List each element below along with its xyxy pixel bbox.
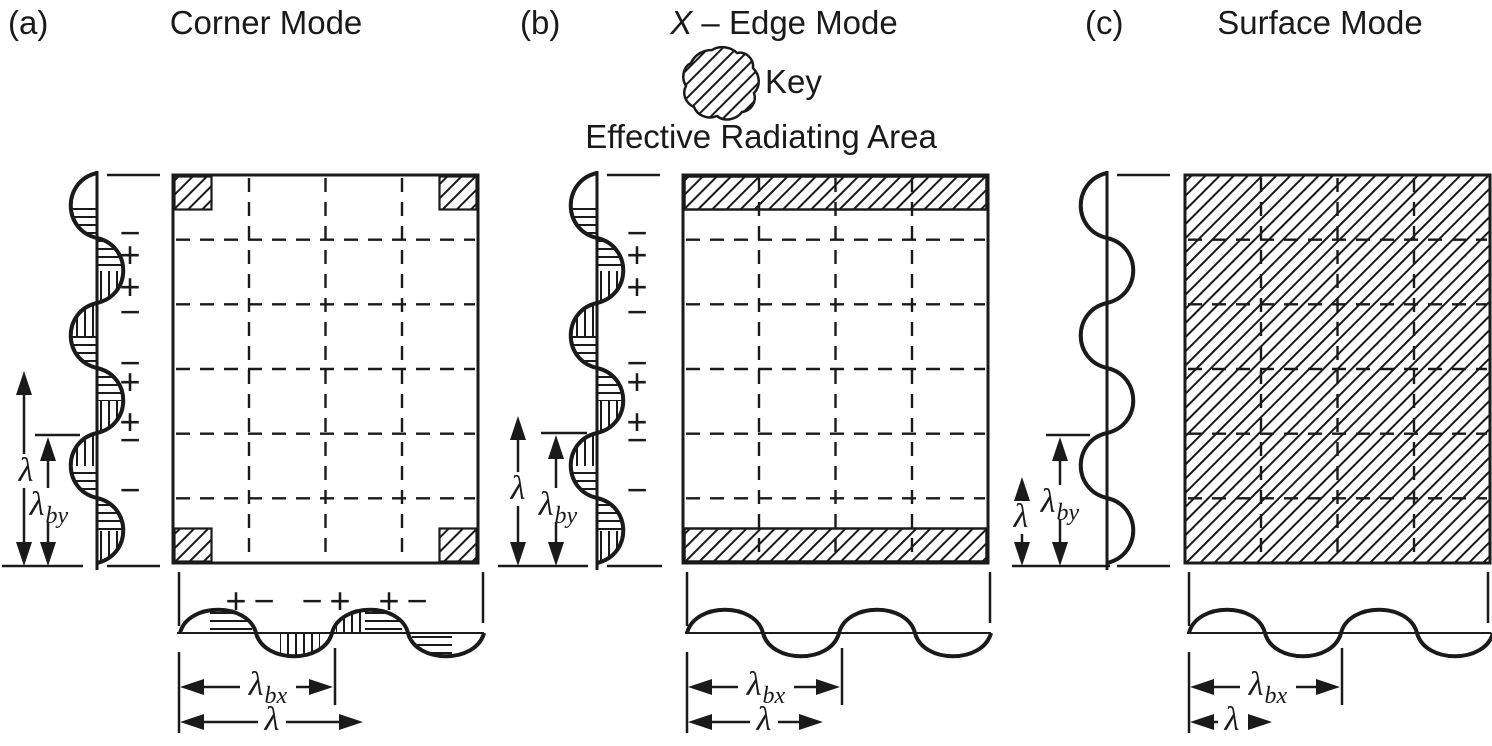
phase-sign: − <box>626 212 648 253</box>
lambda-horizontal-label-c: λ <box>1224 701 1240 738</box>
lambda-bx-label-a: λbx <box>248 666 288 709</box>
phase-sign: + <box>626 401 648 442</box>
panel-a-plate <box>171 173 480 565</box>
phase-sign: − <box>626 291 648 332</box>
lambda-vertical-label-c: λ <box>1013 498 1029 535</box>
phase-sign: + <box>225 580 247 621</box>
panel-c-lambda-bx-dims <box>1187 648 1344 733</box>
phase-sign: + <box>626 361 648 402</box>
phase-sign: − <box>119 291 141 332</box>
lambda-by-label-c: λby <box>1040 483 1080 526</box>
phase-sign: + <box>119 266 141 307</box>
panel-c-lambda-dims <box>1014 433 1090 566</box>
panel-a-lambda-dims <box>16 371 80 566</box>
phase-sign: + <box>329 580 351 621</box>
panel-b-lambda-dims <box>510 416 587 566</box>
phase-sign: + <box>119 234 141 275</box>
lambda-horizontal-label-b: λ <box>756 701 772 738</box>
phase-sign: − <box>119 469 141 510</box>
panel-a-lambda-bx-dims <box>177 648 363 733</box>
phase-sign: − <box>301 580 323 621</box>
panel-c-plate <box>1183 173 1492 565</box>
phase-sign: − <box>626 342 648 383</box>
phase-sign: + <box>378 580 400 621</box>
panel-b-left-wave <box>498 171 662 570</box>
phase-sign: − <box>406 580 428 621</box>
panel-c-title: Surface Mode <box>1217 4 1423 41</box>
lambda-bx-label-c: λbx <box>1248 666 1288 709</box>
phase-sign: + <box>119 361 141 402</box>
panel-c-left-wave <box>1012 169 1170 572</box>
panel-c-bottom-wave <box>1187 572 1492 659</box>
lambda-by-label-b: λby <box>538 486 578 529</box>
phase-sign: + <box>626 266 648 307</box>
phase-sign: − <box>253 580 275 621</box>
lambda-horizontal-label-a: λ <box>264 701 280 738</box>
panel-b-plate <box>681 173 990 565</box>
phase-sign: − <box>119 212 141 253</box>
phase-sign: − <box>626 469 648 510</box>
phase-sign: − <box>119 419 141 460</box>
lambda-vertical-label-a: λ <box>18 452 34 489</box>
panel-a-left-wave <box>2 171 160 570</box>
phase-sign: − <box>119 342 141 383</box>
panel-b-bottom-wave <box>685 572 993 659</box>
lambda-by-label-a: λby <box>29 486 69 529</box>
lambda-vertical-label-b: λ <box>510 470 526 507</box>
panel-a-bottom-wave <box>177 572 484 661</box>
phase-sign: − <box>626 419 648 460</box>
panel-b-lambda-bx-dims <box>685 648 844 733</box>
key-label: Key <box>765 63 822 100</box>
panel-b-title: X – Edge Mode <box>670 4 898 41</box>
phase-sign: + <box>119 401 141 442</box>
panel-c-tag: (c) <box>1085 4 1124 41</box>
panel-a-tag: (a) <box>8 4 49 41</box>
key-caption: Effective Radiating Area <box>585 118 937 155</box>
panel-a-title: Corner Mode <box>169 4 363 41</box>
panel-b-tag: (b) <box>520 4 561 41</box>
key-blob-icon <box>682 45 760 121</box>
phase-sign: + <box>626 234 648 275</box>
lambda-bx-label-b: λbx <box>746 666 786 709</box>
